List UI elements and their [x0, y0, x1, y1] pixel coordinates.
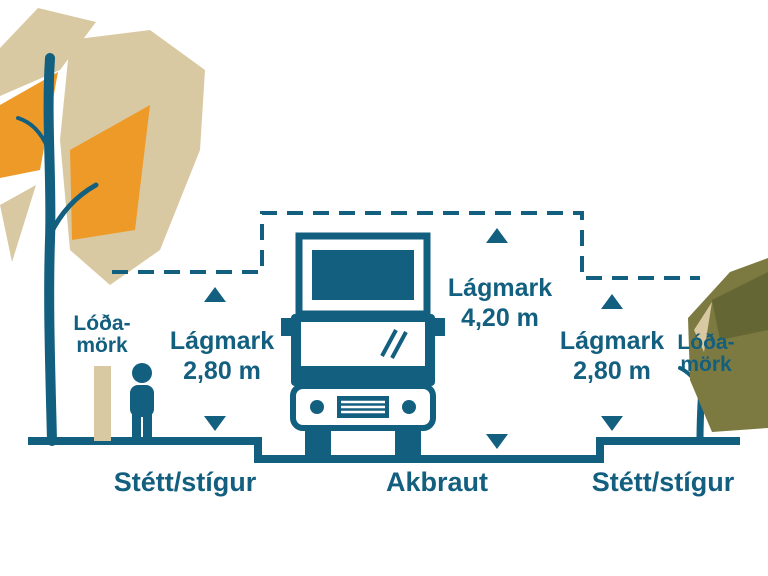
- tree-canopy-shape: [70, 105, 150, 240]
- pedestrian-leg: [143, 414, 152, 441]
- truck-mirror-right: [435, 318, 445, 336]
- arrow-down-icon: [601, 416, 623, 431]
- arrow-down-icon: [204, 416, 226, 431]
- right-boundary-label-line1: Lóða-: [677, 331, 734, 354]
- pedestrian-figure: [130, 363, 154, 441]
- tree-branch: [16, 116, 51, 152]
- right-bush: [678, 258, 768, 445]
- ground-label-left: Stétt/stígur: [114, 467, 257, 497]
- center-clearance-label-line2: 4,20 m: [461, 304, 539, 332]
- truck-figure: [281, 232, 445, 459]
- tree-canopy-shape: [0, 8, 96, 96]
- bush-foliage-shape: [712, 272, 768, 340]
- arrow-down-icon: [486, 434, 508, 449]
- pedestrian-head: [132, 363, 152, 383]
- pedestrian-body: [130, 385, 154, 417]
- truck-mirror-left: [281, 318, 291, 336]
- left-clearance-label-line2: 2,80 m: [183, 357, 261, 385]
- truck-headlight-left: [310, 400, 324, 414]
- ground-label-right: Stétt/stígur: [592, 467, 735, 497]
- bush-foliage-shape: [694, 302, 712, 352]
- truck-windshield: [301, 322, 425, 366]
- left-tree-foliage: [0, 8, 205, 285]
- right-boundary-label-line2: mörk: [680, 353, 732, 376]
- measurement-arrows: [204, 228, 623, 449]
- left-clearance-label-line1: Lágmark: [170, 327, 274, 355]
- truck-headlight-right: [402, 400, 416, 414]
- windshield-glare: [390, 331, 408, 359]
- truck-cargo-box-panel: [312, 250, 414, 300]
- center-clearance-label-line1: Lágmark: [448, 274, 552, 302]
- arrow-up-icon: [486, 228, 508, 243]
- truck-wheel-left: [305, 428, 331, 459]
- windshield-glare: [380, 329, 398, 357]
- left-boundary-label-line2: mörk: [76, 334, 128, 357]
- clearance-dashed-line: [112, 211, 700, 280]
- tree-branch: [47, 182, 99, 238]
- truck-wheel-right: [395, 428, 421, 459]
- boundary-post: [94, 366, 111, 441]
- right-clearance-label-line2: 2,80 m: [573, 357, 651, 385]
- left-tree-trunk: [16, 53, 99, 446]
- left-boundary-label-line1: Lóða-: [73, 312, 130, 335]
- arrow-up-icon: [601, 294, 623, 309]
- arrow-up-icon: [204, 287, 226, 302]
- right-clearance-label-line1: Lágmark: [560, 327, 664, 355]
- tree-canopy-shape: [0, 185, 36, 262]
- labels: Lóða- mörk Lágmark 2,80 m Lágmark 4,20 m…: [73, 274, 734, 497]
- ground-label-center: Akbraut: [386, 467, 488, 497]
- ground-profile-line: [28, 437, 740, 463]
- pedestrian-leg: [132, 414, 141, 441]
- tree-trunk: [43, 53, 57, 446]
